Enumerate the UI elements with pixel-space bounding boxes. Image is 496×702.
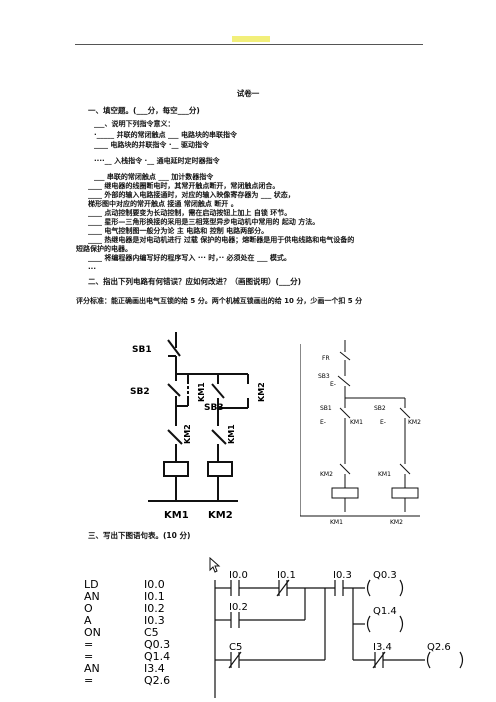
stl-op-1: LD <box>84 578 99 591</box>
left-label-km1-a: KM1 <box>197 382 206 402</box>
right-label-sb2: SB2 <box>374 405 386 412</box>
stl-op-3: O <box>84 602 93 615</box>
corrected-circuit-diagram: FR SB3 E- SB1 SB2 E- KM1 E- KM2 KM2 KM1 … <box>300 340 421 526</box>
right-label-km1-contact: KM1 <box>350 419 363 426</box>
stl-op-8: AN <box>84 662 100 675</box>
right-label-sb1: SB1 <box>320 405 332 412</box>
s1-line-13: 短路保护的电器。 <box>76 245 132 253</box>
stl-op-2: AN <box>84 590 100 603</box>
s1-line-10: ____ 星形—三角形换接的采用是三相笼型异步电动机中常用的 起动 方法。 <box>88 218 320 226</box>
left-label-km2-b: KM2 <box>183 424 192 444</box>
s1-line-15: ... <box>88 263 96 271</box>
s1-line-4: ····__ 入栈指令 ·__ 通电延时定时器指令 <box>94 157 220 165</box>
mouse-cursor-icon <box>209 557 221 573</box>
s1-line-7: ____ 外部的输入电路接通时，对应的输入映像寄存器为 ___ 状态， <box>88 191 295 199</box>
stl-op-7: = <box>84 650 93 663</box>
stl-arg-6: Q0.3 <box>144 638 170 651</box>
section1-heading: 一、填空题。(___分，每空___分) <box>88 106 200 115</box>
scoring-text: 评分标准：能正确画出电气互锁的给 5 分。两个机械互锁画出的给 10 分，少画一… <box>76 297 363 305</box>
left-label-sb3: SB3 <box>204 403 224 413</box>
page-title: 试卷一 <box>236 89 260 98</box>
right-label-km2-contact: KM2 <box>408 419 421 426</box>
left-label-km1-b: KM1 <box>227 424 236 444</box>
statement-list: LD I0.0 AN I0.1 O I0.2 A I0.3 ON C5 = Q0… <box>84 578 170 687</box>
stl-arg-9: Q2.6 <box>144 674 170 687</box>
ladder-diagram: I0.0 I0.1 I0.3 I0.2 C5 I3.4 Q0.3 Q1.4 Q2… <box>214 570 464 698</box>
ladder-contact-i02: I0.2 <box>229 602 248 613</box>
section3-heading: 三、写出下图语句表。(10 分) <box>88 531 191 540</box>
ladder-coil-q14: Q1.4 <box>373 606 397 617</box>
right-label-km1-interlock: KM1 <box>378 471 391 478</box>
right-label-e2: E- <box>320 419 326 426</box>
left-label-sb2: SB2 <box>130 387 150 397</box>
s1-line-11: ____ 电气控制图一般分为论 主 电路和 控制 电路两部分。 <box>88 227 269 235</box>
right-label-km2-interlock: KM2 <box>320 471 333 478</box>
ladder-contact-i03: I0.3 <box>333 570 352 581</box>
faulty-circuit-diagram: SB1 SB2 KM1 SB3 KM2 KM2 KM1 KM1 KM2 <box>130 332 266 521</box>
stl-arg-5: C5 <box>144 626 159 639</box>
stl-op-4: A <box>84 614 92 627</box>
header-rule <box>75 44 423 45</box>
section2-heading: 二、指出下列电路有何错误？应如何改进？（画图说明）(___分) <box>88 277 302 286</box>
ladder-contact-i34: I3.4 <box>373 642 392 653</box>
right-label-e3: E- <box>380 419 386 426</box>
right-label-sb3: SB3 <box>318 373 330 380</box>
s1-line-8: 梯形图中对应的常开触点 接通 常闭触点 断开 。 <box>88 200 238 208</box>
left-label-sb1: SB1 <box>132 345 152 355</box>
s1-line-14: ____ 将编程器内编写好的程序写入 ··· 时，·· 必须处在 ___ 模式。 <box>88 254 291 262</box>
stl-arg-3: I0.2 <box>144 602 165 615</box>
left-label-km2-coil: KM2 <box>208 510 233 521</box>
ladder-coil-q03: Q0.3 <box>373 570 397 581</box>
header-highlight <box>232 36 270 42</box>
s1-line-2: ·_____ 并联的常闭触点 ___ 电路块的串联指令 <box>94 131 237 139</box>
s1-line-12: ____ 热继电器是对电动机进行 过载 保护的电器；熔断器是用于供电线路和电气设… <box>88 236 355 244</box>
stl-arg-4: I0.3 <box>144 614 165 627</box>
stl-arg-2: I0.1 <box>144 590 165 603</box>
s1-line-9: ____ 点动控制要变为长动控制，需在启动按钮上加上 自锁 环节。 <box>88 209 292 217</box>
s1-line-1: ___、说明下列指令意义： <box>94 120 175 128</box>
stl-arg-7: Q1.4 <box>144 650 170 663</box>
left-label-km1-coil: KM1 <box>164 510 189 521</box>
ladder-contact-i00: I0.0 <box>229 570 248 581</box>
right-label-km2-coil: KM2 <box>390 519 403 526</box>
right-label-e1: E- <box>330 381 336 388</box>
left-label-km2-a: KM2 <box>257 382 266 402</box>
ladder-contact-i01: I0.1 <box>277 570 296 581</box>
right-label-fr: FR <box>322 355 330 362</box>
stl-op-5: ON <box>84 626 101 639</box>
stl-arg-1: I0.0 <box>144 578 165 591</box>
s1-line-6: ____ 继电器的线圈断电时，其常开触点断开，常闭触点闭合。 <box>88 182 280 190</box>
stl-op-6: = <box>84 638 93 651</box>
right-label-km1-coil: KM1 <box>330 519 343 526</box>
s1-line-5: ___ 串联的常闭触点 ___ 加计数器指令 <box>94 173 214 181</box>
s1-line-3: ____ 电路块的并联指令 ·__ 驱动指令 <box>94 141 209 149</box>
ladder-contact-c5: C5 <box>229 642 242 653</box>
stl-op-9: = <box>84 674 93 687</box>
ladder-coil-q26: Q2.6 <box>427 642 451 653</box>
stl-arg-8: I3.4 <box>144 662 165 675</box>
